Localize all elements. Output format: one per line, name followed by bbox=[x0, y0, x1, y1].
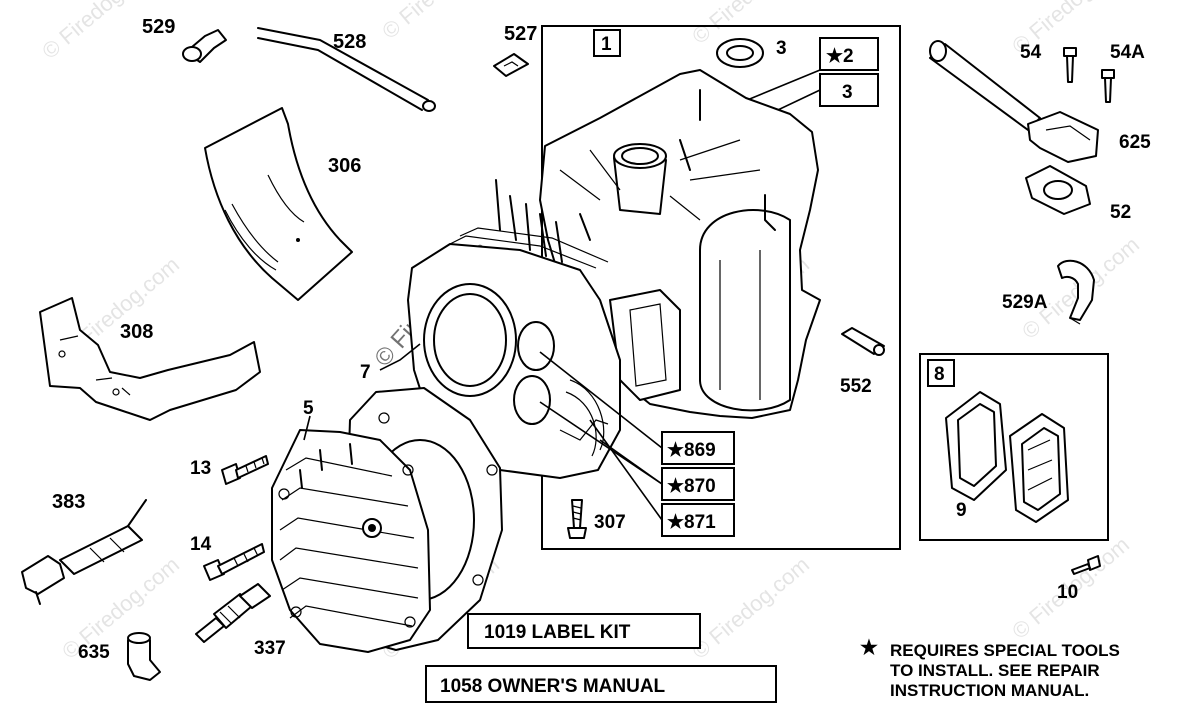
note-line-2: TO INSTALL. SEE REPAIR bbox=[890, 661, 1100, 680]
label-871: ★871 bbox=[667, 512, 716, 533]
part-306-shield bbox=[204, 107, 353, 301]
label-52: 52 bbox=[1110, 202, 1131, 223]
label-528: 528 bbox=[333, 31, 366, 53]
part-52-gasket bbox=[1025, 165, 1091, 215]
part-10-screw bbox=[1071, 555, 1101, 575]
part-552-dowel-pin bbox=[841, 327, 885, 356]
label-337: 337 bbox=[254, 638, 286, 659]
part-308-shield bbox=[39, 297, 261, 421]
part-528-tube bbox=[257, 27, 436, 112]
label-14: 14 bbox=[190, 534, 212, 555]
label-10: 10 bbox=[1057, 582, 1078, 603]
label-8: 8 bbox=[934, 364, 945, 385]
part-307-screw bbox=[567, 499, 587, 539]
box-1-tag bbox=[593, 29, 621, 57]
box-869 bbox=[661, 431, 735, 465]
label-kit-text: 1019 LABEL KIT bbox=[484, 622, 631, 643]
label-552: 552 bbox=[840, 376, 872, 397]
part-635-boot bbox=[127, 632, 161, 681]
label-870: ★870 bbox=[667, 476, 716, 497]
part-54a-screw bbox=[1101, 69, 1115, 103]
part-529-elbow bbox=[182, 29, 227, 63]
part-3-seal bbox=[716, 38, 764, 68]
part-54-screw bbox=[1063, 47, 1077, 83]
label-3: 3 bbox=[776, 38, 787, 59]
note-line-3: INSTRUCTION MANUAL. bbox=[890, 681, 1089, 700]
label-5: 5 bbox=[303, 398, 314, 419]
label-9: 9 bbox=[956, 500, 967, 521]
label-625: 625 bbox=[1119, 132, 1151, 153]
part-9-gasket bbox=[945, 391, 1007, 501]
label-869: ★869 bbox=[667, 440, 716, 461]
label-635: 635 bbox=[78, 642, 110, 663]
box-3 bbox=[819, 73, 879, 107]
part-13-bolt bbox=[221, 455, 269, 485]
part-529a-hose bbox=[1057, 259, 1095, 325]
label-308: 308 bbox=[120, 321, 153, 343]
label-307: 307 bbox=[594, 512, 626, 533]
box-8-tag bbox=[927, 359, 955, 387]
box-8-frame bbox=[919, 353, 1109, 541]
owners-manual-text: 1058 OWNER'S MANUAL bbox=[440, 676, 666, 697]
box-871 bbox=[661, 503, 735, 537]
label-527: 527 bbox=[504, 23, 537, 45]
label-13: 13 bbox=[190, 458, 211, 479]
owners-manual-box bbox=[425, 665, 777, 703]
label-306: 306 bbox=[328, 155, 361, 177]
part-14-bolt bbox=[203, 543, 265, 581]
watermark: © Firedog.com bbox=[687, 552, 814, 664]
part-527-clip bbox=[493, 53, 529, 77]
note-line-1: REQUIRES SPECIAL TOOLS bbox=[890, 641, 1120, 660]
star-icon: ★ bbox=[860, 637, 878, 659]
label-7: 7 bbox=[360, 362, 371, 383]
part-383-tool bbox=[21, 499, 147, 605]
watermark: © Firedog.com bbox=[377, 0, 504, 44]
label-529: 529 bbox=[142, 16, 175, 38]
label-529a: 529A bbox=[1002, 292, 1048, 313]
label-54a: 54A bbox=[1110, 42, 1145, 63]
label-54: 54 bbox=[1020, 42, 1042, 63]
part-625-breather bbox=[929, 40, 1099, 163]
label-383: 383 bbox=[52, 491, 85, 513]
label-kit-box bbox=[467, 613, 701, 649]
label-3-box: 3 bbox=[842, 82, 853, 103]
label-1: 1 bbox=[601, 34, 612, 55]
box-2 bbox=[819, 37, 879, 71]
part-337-spark-plug bbox=[195, 583, 271, 643]
part-cylinder-head bbox=[271, 429, 431, 653]
label-2: ★2 bbox=[826, 46, 854, 67]
part-8-cover bbox=[1009, 413, 1069, 523]
